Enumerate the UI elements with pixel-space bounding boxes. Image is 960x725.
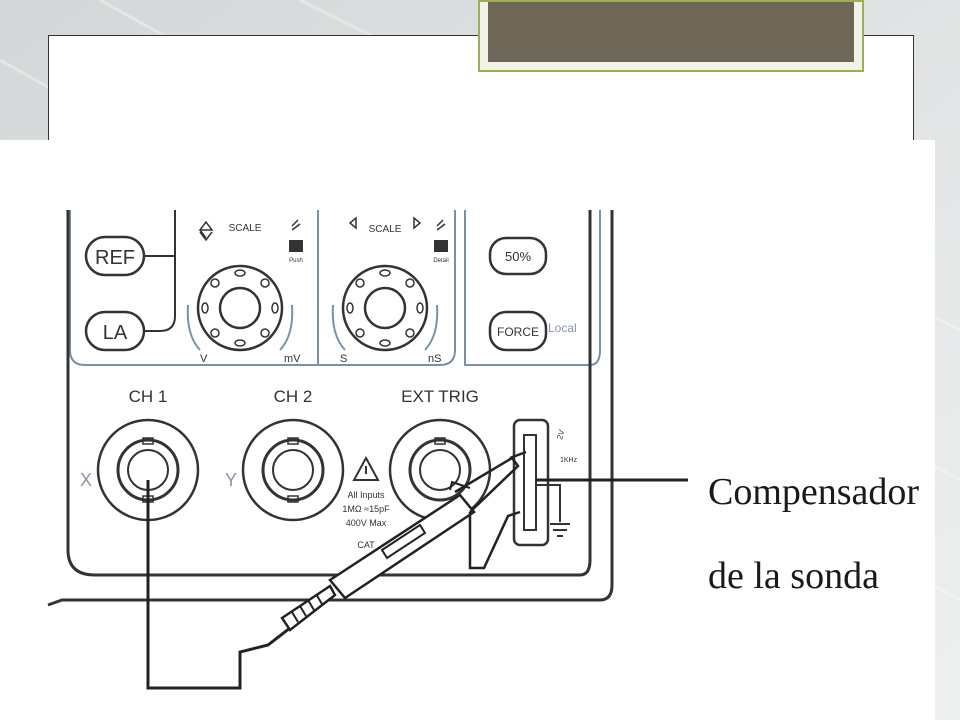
oscilloscope-panel-svg: REF LA SCALE Push [47, 210, 919, 690]
title-bar [488, 2, 854, 62]
svg-text:LA: LA [103, 322, 128, 344]
rotate-right-arrow-icon [279, 304, 294, 351]
ext-trig-bnc-connector[interactable] [388, 418, 492, 522]
svg-text:FORCE: FORCE [497, 325, 539, 339]
scale-label-left: SCALE [229, 223, 262, 234]
ref-la-connector [144, 210, 176, 332]
probe [146, 450, 527, 690]
probe-compensator-terminal[interactable] [512, 418, 570, 547]
compensator-labels: 2V 1KHz [555, 428, 577, 464]
local-label: Local [548, 321, 577, 335]
svg-text:2V: 2V [555, 428, 566, 440]
ext-trig-label: EXT TRIG [401, 387, 479, 406]
scale-label-right: SCALE [369, 224, 402, 235]
svg-text:50%: 50% [505, 249, 531, 264]
warning-text-1: All Inputs [347, 490, 385, 500]
horizontal-scale-knob[interactable] [341, 264, 429, 352]
warning-text-2: 1MΩ ≈15pF [342, 504, 390, 514]
warning-icon [352, 455, 380, 481]
oscilloscope-diagram: REF LA SCALE Push [0, 140, 935, 720]
unit-s: S [340, 353, 347, 365]
svg-text:1KHz: 1KHz [560, 457, 578, 464]
la-button[interactable]: LA [84, 310, 146, 352]
horizontal-scale-arrows-icon [348, 216, 422, 230]
warning-text-4: CAT [357, 540, 375, 550]
rotate-left-arrow-icon-2 [331, 304, 346, 351]
unit-v: V [200, 353, 208, 365]
unit-ns: nS [428, 353, 441, 365]
vertical-scale-knob[interactable] [196, 264, 284, 352]
ch2-label: CH 2 [274, 387, 313, 406]
ch1-label: CH 1 [129, 387, 168, 406]
callout-line1: Compensador [708, 471, 919, 513]
callout-line2: de la sonda [708, 555, 879, 597]
push-icon-right: Detail [433, 219, 449, 264]
rotate-right-arrow-icon-2 [424, 304, 439, 351]
push-icon-left: Push [289, 219, 303, 264]
x-label: X [80, 470, 92, 490]
unit-mv: mV [284, 353, 301, 365]
warning-text-3: 400V Max [346, 518, 387, 528]
y-label: Y [225, 470, 237, 490]
fifty-percent-button[interactable]: 50% [488, 236, 548, 276]
ref-button[interactable]: REF [84, 235, 146, 277]
force-button[interactable]: FORCE [488, 310, 548, 352]
rotate-left-arrow-icon [186, 304, 201, 351]
svg-text:Detail: Detail [433, 258, 448, 264]
ch2-bnc-connector[interactable] [241, 418, 345, 522]
vertical-scale-arrows-icon [198, 220, 214, 242]
title-placeholder [478, 0, 864, 72]
svg-text:REF: REF [95, 247, 135, 269]
svg-text:Push: Push [289, 258, 303, 264]
